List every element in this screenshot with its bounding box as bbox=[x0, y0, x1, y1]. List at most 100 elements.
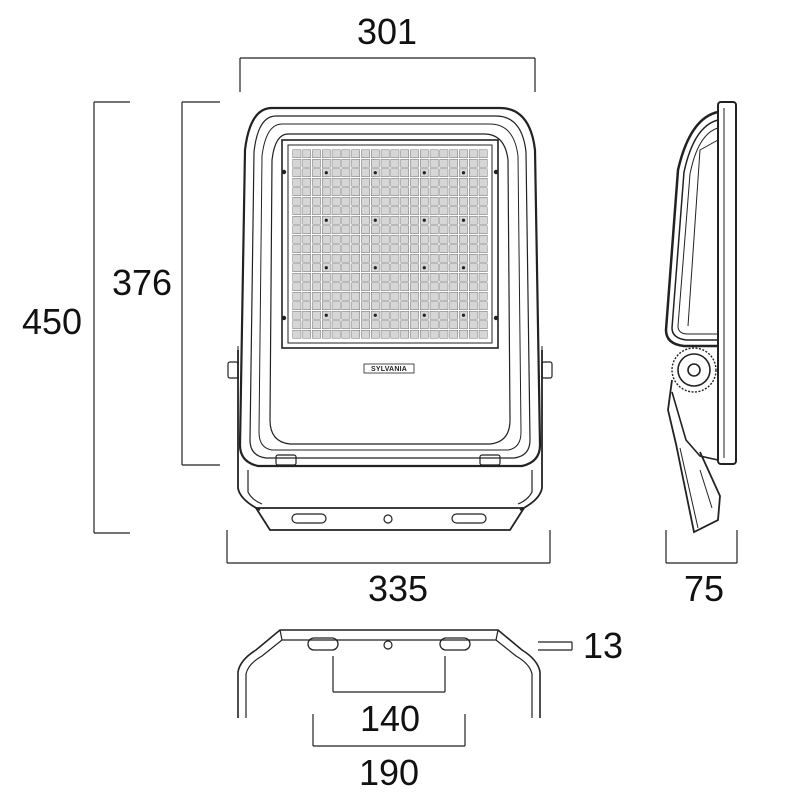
led-chip bbox=[312, 149, 321, 158]
led-chip bbox=[331, 311, 341, 320]
led-chip bbox=[429, 244, 439, 253]
led-chip bbox=[400, 301, 410, 310]
led-chip bbox=[361, 301, 370, 310]
led-chip bbox=[312, 301, 321, 310]
led-chip bbox=[351, 320, 361, 329]
led-chip bbox=[361, 311, 370, 320]
led-chip bbox=[439, 254, 449, 263]
led-chip bbox=[459, 301, 468, 310]
led-chip bbox=[371, 225, 380, 234]
led-chip bbox=[449, 159, 459, 168]
led-chip bbox=[331, 292, 341, 301]
led-chip bbox=[361, 197, 370, 206]
led-chip bbox=[371, 273, 380, 282]
led-chip bbox=[390, 282, 400, 291]
led-chip bbox=[361, 254, 370, 263]
led-chip bbox=[322, 330, 331, 339]
led-chip bbox=[449, 168, 459, 177]
led-chip bbox=[420, 282, 429, 291]
led-chip bbox=[478, 320, 488, 329]
led-chip bbox=[429, 301, 439, 310]
led-chip bbox=[292, 273, 302, 282]
led-chip bbox=[292, 311, 302, 320]
led-chip bbox=[380, 244, 390, 253]
led-chip bbox=[400, 149, 410, 158]
led-chip bbox=[429, 330, 439, 339]
led-chip bbox=[390, 330, 400, 339]
led-chip bbox=[371, 206, 380, 215]
led-chip bbox=[390, 244, 400, 253]
led-chip bbox=[351, 216, 361, 225]
led-chip bbox=[351, 282, 361, 291]
led-chip bbox=[390, 178, 400, 187]
led-chip bbox=[469, 311, 478, 320]
led-chip bbox=[341, 244, 351, 253]
led-chip bbox=[410, 282, 419, 291]
led-chip bbox=[292, 292, 302, 301]
led-chip bbox=[410, 330, 419, 339]
led-chip bbox=[410, 216, 419, 225]
led-chip bbox=[312, 254, 321, 263]
led-chip bbox=[429, 282, 439, 291]
dim-label-301: 301 bbox=[357, 11, 417, 52]
led-chip bbox=[331, 168, 341, 177]
led-chip bbox=[410, 263, 419, 272]
led-chip bbox=[400, 225, 410, 234]
led-chip bbox=[400, 292, 410, 301]
led-chip bbox=[478, 244, 488, 253]
led-chip bbox=[351, 292, 361, 301]
led-grid-marker bbox=[461, 171, 466, 175]
led-chip bbox=[390, 235, 400, 244]
led-chip bbox=[331, 149, 341, 158]
led-chip bbox=[478, 330, 488, 339]
led-chip bbox=[322, 225, 331, 234]
led-chip bbox=[439, 282, 449, 291]
led-chip bbox=[331, 225, 341, 234]
led-chip bbox=[312, 235, 321, 244]
led-chip bbox=[429, 197, 439, 206]
led-chip bbox=[302, 187, 312, 196]
led-chip bbox=[469, 159, 478, 168]
led-chip bbox=[459, 320, 468, 329]
led-chip bbox=[410, 168, 419, 177]
led-chip bbox=[371, 149, 380, 158]
led-chip bbox=[390, 273, 400, 282]
led-chip bbox=[469, 330, 478, 339]
led-chip bbox=[429, 311, 439, 320]
led-chip bbox=[449, 197, 459, 206]
led-chip bbox=[351, 206, 361, 215]
led-chip bbox=[400, 235, 410, 244]
led-chip bbox=[410, 178, 419, 187]
led-chip bbox=[331, 244, 341, 253]
led-chip bbox=[469, 282, 478, 291]
led-grid bbox=[292, 149, 488, 339]
led-chip bbox=[420, 206, 429, 215]
led-chip bbox=[390, 301, 400, 310]
led-chip bbox=[478, 149, 488, 158]
led-chip bbox=[351, 225, 361, 234]
brand-plate bbox=[363, 363, 415, 374]
led-chip bbox=[322, 235, 331, 244]
led-chip bbox=[351, 244, 361, 253]
led-chip bbox=[371, 301, 380, 310]
led-chip bbox=[312, 292, 321, 301]
led-chip bbox=[302, 282, 312, 291]
led-chip bbox=[292, 216, 302, 225]
led-chip bbox=[351, 263, 361, 272]
led-chip bbox=[429, 168, 439, 177]
led-chip bbox=[459, 244, 468, 253]
led-chip bbox=[429, 320, 439, 329]
dim-label-140: 140 bbox=[360, 698, 420, 739]
led-chip bbox=[302, 263, 312, 272]
led-chip bbox=[420, 187, 429, 196]
led-chip bbox=[292, 330, 302, 339]
led-chip bbox=[361, 216, 370, 225]
led-chip bbox=[469, 301, 478, 310]
led-chip bbox=[331, 206, 341, 215]
led-chip bbox=[292, 197, 302, 206]
led-chip bbox=[400, 273, 410, 282]
led-chip bbox=[390, 206, 400, 215]
led-chip bbox=[312, 311, 321, 320]
led-chip bbox=[459, 225, 468, 234]
led-chip bbox=[439, 159, 449, 168]
